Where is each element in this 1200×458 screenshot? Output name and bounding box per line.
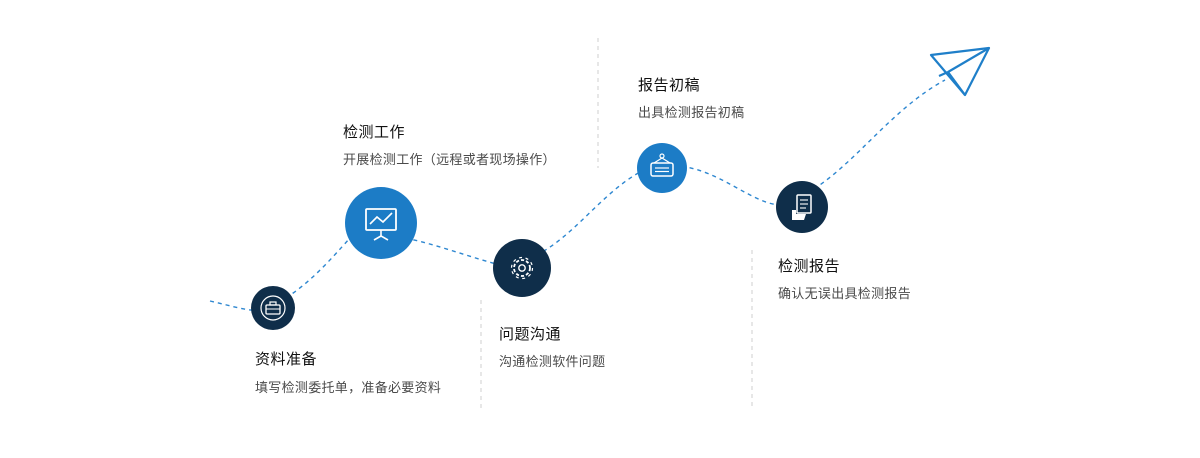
process-path: [209, 79, 946, 312]
step-node-1: [251, 286, 295, 330]
presentation-board-icon: [365, 208, 397, 241]
step-1-title: 资料准备: [255, 350, 318, 368]
step-4-desc: 出具检测报告初稿: [638, 106, 745, 121]
step-2-desc: 开展检测工作（远程或者现场操作）: [343, 153, 556, 168]
step-5-title: 检测报告: [778, 257, 841, 275]
step-2-title: 检测工作: [343, 123, 406, 141]
step-5-desc: 确认无误出具检测报告: [778, 287, 912, 302]
step-3-desc: 沟通检测软件问题: [499, 355, 606, 370]
gear-icon: [510, 256, 534, 280]
step-1-desc: 填写检测委托单，准备必要资料: [255, 381, 442, 396]
step-node-3: [493, 239, 551, 297]
paper-plane-icon: [929, 46, 991, 97]
step-3-title: 问题沟通: [499, 325, 562, 343]
briefcase-icon: [260, 295, 286, 321]
step-node-5: [776, 181, 828, 233]
hanging-sign-icon: [650, 153, 674, 177]
hand-document-icon: [792, 194, 812, 220]
step-4-title: 报告初稿: [638, 76, 701, 94]
step-node-2: [345, 187, 417, 259]
step-node-4: [637, 143, 687, 193]
